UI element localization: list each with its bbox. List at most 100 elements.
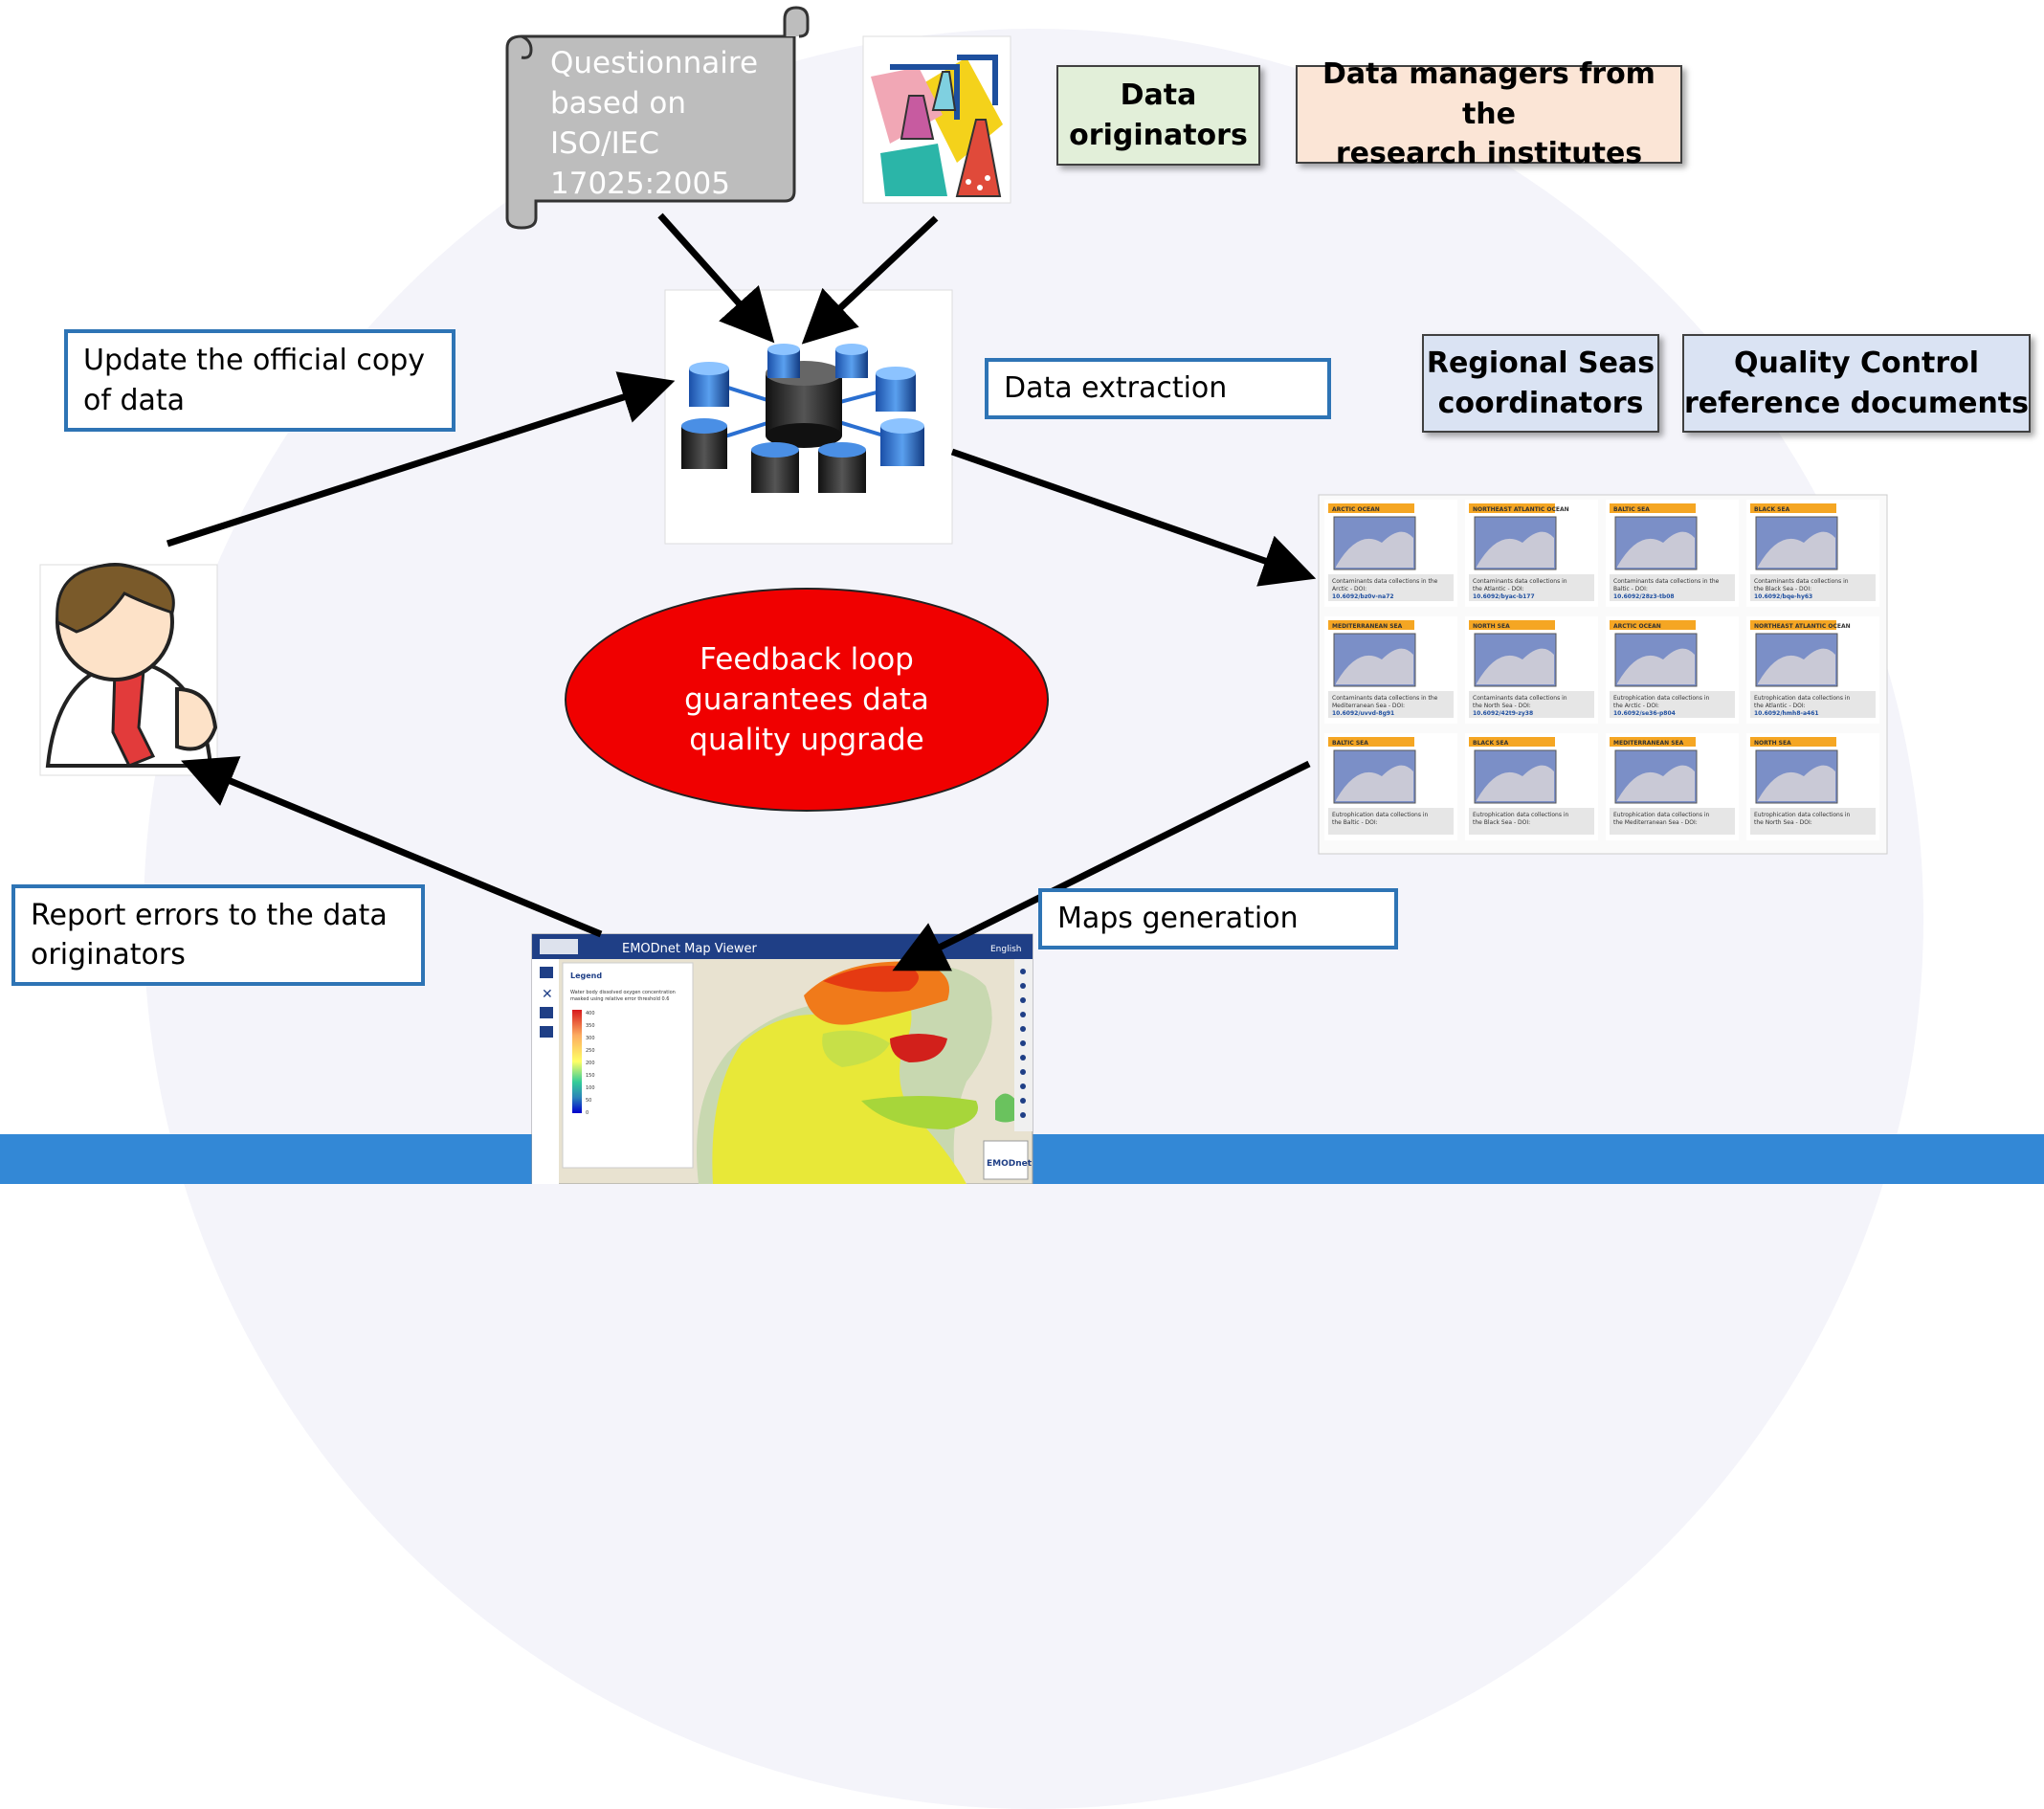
doi-link[interactable]: 10.6092/uvvd-8g91 xyxy=(1332,710,1394,717)
land-shape xyxy=(1758,648,1835,684)
map-viewer: EMODnet Map Viewer English ✕ Legend Wate… xyxy=(531,933,1033,1184)
feedback-loop-ellipse: Feedback loop guarantees data quality up… xyxy=(565,588,1049,812)
product-grid: ARCTIC OCEAN Contaminants data collection… xyxy=(1318,494,1888,855)
panel-caption: Contaminants data collections in the xyxy=(1613,578,1720,585)
regional-seas-box: Regional Seas coordinators xyxy=(1422,334,1659,433)
panel-caption-2: the North Sea - DOI: xyxy=(1473,703,1531,709)
legend-tick: 150 xyxy=(586,1073,595,1079)
product-panel[interactable]: NORTH SEA Eutrophication data collections… xyxy=(1746,733,1879,840)
doi-link[interactable]: 10.6092/byac-b177 xyxy=(1473,593,1535,600)
doi-link[interactable]: 10.6092/se36-p804 xyxy=(1613,710,1676,717)
panel-caption: Eutrophication data collections in xyxy=(1754,812,1851,818)
panel-caption-2: Mediterranean Sea - DOI: xyxy=(1332,703,1405,709)
map-tool-layers-icon[interactable] xyxy=(540,967,553,978)
panel-caption-2: the Atlantic - DOI: xyxy=(1754,703,1806,709)
land-shape xyxy=(1336,765,1413,801)
panel-caption: Eutrophication data collections in xyxy=(1754,695,1851,702)
caption-background xyxy=(1328,574,1454,601)
data-extraction-box: Data extraction xyxy=(985,358,1331,419)
caption-background xyxy=(1610,691,1735,718)
region-tag xyxy=(1469,503,1555,513)
region-tag xyxy=(1750,620,1836,630)
arrow-map-to-user xyxy=(181,756,603,938)
land-shape xyxy=(1617,531,1695,568)
panel-caption-2: the Mediterranean Sea - DOI: xyxy=(1613,819,1698,826)
land-shape xyxy=(1336,531,1413,568)
arrow-db-to-products xyxy=(950,448,1317,587)
region-tag xyxy=(1750,737,1836,747)
region-label: NORTH SEA xyxy=(1754,740,1791,747)
map-tool-settings-icon[interactable] xyxy=(540,1026,553,1038)
panel-caption: Contaminants data collections in xyxy=(1473,695,1567,702)
panel-caption: Contaminants data collections in xyxy=(1473,578,1567,585)
update-copy-box: Update the official copy of data xyxy=(64,329,455,432)
arrow-user-to-db xyxy=(166,371,676,547)
product-panel[interactable]: BALTIC SEA Eutrophication data collection… xyxy=(1324,733,1457,840)
region-label: NORTH SEA xyxy=(1473,623,1510,630)
land-shape xyxy=(1477,648,1554,684)
doi-link[interactable]: 10.6092/42t9-zy38 xyxy=(1473,710,1533,717)
region-label: ARCTIC OCEAN xyxy=(1332,506,1380,513)
legend-tick: 200 xyxy=(586,1061,595,1066)
legend-tick: 400 xyxy=(586,1011,595,1016)
map-tool-download-icon[interactable] xyxy=(540,1007,553,1018)
region-tag xyxy=(1469,620,1555,630)
product-panel[interactable]: NORTHEAST ATLANTIC OCEAN Eutrophication d… xyxy=(1746,616,1879,724)
qc-reference-box: Quality Control reference documents xyxy=(1682,334,2031,433)
legend-tick: 0 xyxy=(586,1110,589,1116)
product-panel[interactable]: BALTIC SEA Contaminants data collections … xyxy=(1606,500,1739,607)
legend-tick: 300 xyxy=(586,1036,595,1041)
doi-link[interactable]: 10.6092/hmh8-a461 xyxy=(1754,710,1819,717)
panel-caption-2: Arctic - DOI: xyxy=(1332,586,1366,592)
caption-background xyxy=(1610,808,1735,835)
diagram-canvas: ARCTIC OCEAN Contaminants data collection… xyxy=(39,6,1888,1184)
panel-caption-2: the Baltic - DOI: xyxy=(1332,819,1378,826)
map-tool-close-icon[interactable]: ✕ xyxy=(542,987,553,1002)
questionnaire-text: Questionnaire based on ISO/IEC 17025:200… xyxy=(550,46,759,201)
legend-colorbar xyxy=(572,1010,582,1113)
doi-link[interactable]: 10.6092/bqe-hy63 xyxy=(1754,593,1812,600)
region-tag xyxy=(1469,737,1555,747)
arrow-products-to-map xyxy=(892,760,1311,972)
arrow-questionnaire-to-db xyxy=(657,212,775,344)
region-tag xyxy=(1610,737,1696,747)
user-icon xyxy=(39,563,218,776)
data-originators-box: Data originators xyxy=(1056,65,1260,166)
region-tag xyxy=(1610,503,1696,513)
panel-caption: Eutrophication data collections in xyxy=(1613,812,1710,818)
region-label: BALTIC SEA xyxy=(1332,740,1368,747)
region-label: NORTHEAST ATLANTIC OCEAN xyxy=(1754,623,1851,630)
report-errors-box: Report errors to the data originators xyxy=(11,884,425,986)
region-label: BLACK SEA xyxy=(1754,506,1790,513)
caption-background xyxy=(1328,808,1454,835)
legend-tick: 250 xyxy=(586,1048,595,1054)
db-satellites xyxy=(681,344,924,493)
region-tag xyxy=(1328,737,1414,747)
land-shape xyxy=(1336,648,1413,684)
legend-tick: 350 xyxy=(586,1023,595,1029)
caption-background xyxy=(1469,691,1594,718)
doi-link[interactable]: 10.6092/bz0v-na72 xyxy=(1332,593,1394,600)
product-panel[interactable]: NORTH SEA Contaminants data collections i… xyxy=(1465,616,1598,724)
land-shape xyxy=(1617,648,1695,684)
region-label: BALTIC SEA xyxy=(1613,506,1650,513)
caption-background xyxy=(1610,574,1735,601)
panel-caption: Eutrophication data collections in xyxy=(1473,812,1569,818)
panel-caption: Eutrophication data collections in xyxy=(1332,812,1429,818)
caption-background xyxy=(1469,808,1594,835)
maps-generation-box: Maps generation xyxy=(1038,888,1398,949)
region-tag xyxy=(1328,620,1414,630)
land-shape xyxy=(1617,765,1695,801)
caption-background xyxy=(1469,574,1594,601)
panel-caption: Contaminants data collections in the xyxy=(1332,695,1438,702)
region-tag xyxy=(1610,620,1696,630)
doi-link[interactable]: 10.6092/28z3-tb08 xyxy=(1613,593,1675,600)
land-shape xyxy=(1758,531,1835,568)
